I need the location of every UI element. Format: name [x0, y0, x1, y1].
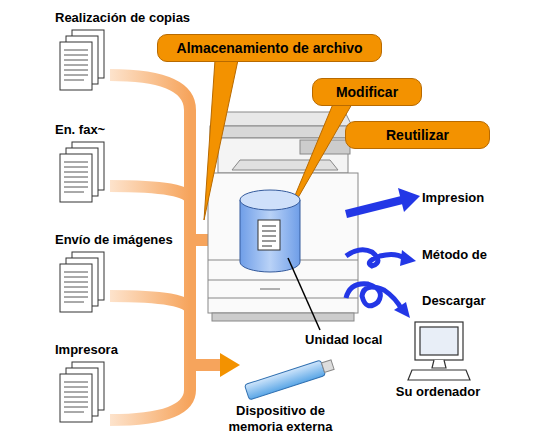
document-stack [60, 362, 104, 422]
usb-body [244, 360, 325, 400]
send-arrow [346, 250, 404, 266]
bracket-arm [190, 359, 222, 371]
text-lines [64, 50, 88, 80]
multifunction-printer [208, 112, 358, 321]
part-label: Su ordenador [380, 384, 496, 400]
callout-text: Almacenamiento de archivo [177, 40, 363, 56]
screen [420, 327, 458, 355]
source-label: Envío de imágenes [55, 232, 173, 248]
source-label: Impresora [55, 342, 118, 358]
callout-text: Reutilizar [386, 127, 449, 143]
print-arrow [346, 200, 402, 214]
computer [408, 322, 470, 380]
bracket-arm [110, 296, 190, 310]
callout-box: Modificar [312, 78, 422, 106]
keyboard [408, 370, 470, 380]
callout-box: Almacenamiento de archivo [157, 34, 382, 62]
bracket-bar [110, 75, 190, 420]
drawer-handles [260, 270, 280, 289]
action-label: Método de [422, 247, 487, 263]
part-label: Unidad local [305, 332, 382, 348]
usb-memory [244, 357, 335, 400]
source-label: En. fax~ [55, 122, 105, 138]
leader-line [288, 258, 320, 330]
arrow-head [394, 302, 410, 318]
bracket-arm [110, 186, 190, 200]
part-label: Dispositivo de memoria externa [218, 403, 343, 435]
base [212, 313, 354, 321]
arrow-head [220, 353, 240, 377]
arrow-head [400, 250, 416, 266]
document-stack [60, 252, 104, 312]
callout-pointer [204, 60, 238, 220]
document-stack [60, 30, 104, 90]
action-label: Descargar [422, 293, 486, 309]
callout-text: Modificar [336, 84, 398, 100]
cylinder-top [240, 190, 300, 210]
cylinder-body [240, 200, 300, 272]
storage-cylinder [240, 190, 300, 272]
stand [432, 360, 446, 368]
document-stack [60, 142, 104, 202]
callout-box: Reutilizar [345, 121, 490, 149]
source-label: Realización de copias [55, 10, 190, 26]
document-icon [258, 220, 280, 250]
monitor [415, 322, 463, 360]
action-label: Impresion [422, 190, 484, 206]
usb-plug [321, 360, 334, 373]
paper-out [232, 160, 338, 170]
body [208, 173, 358, 313]
download-arrow [346, 284, 402, 310]
arrow-head [398, 188, 420, 212]
text-lines [262, 226, 276, 246]
page [60, 42, 92, 90]
